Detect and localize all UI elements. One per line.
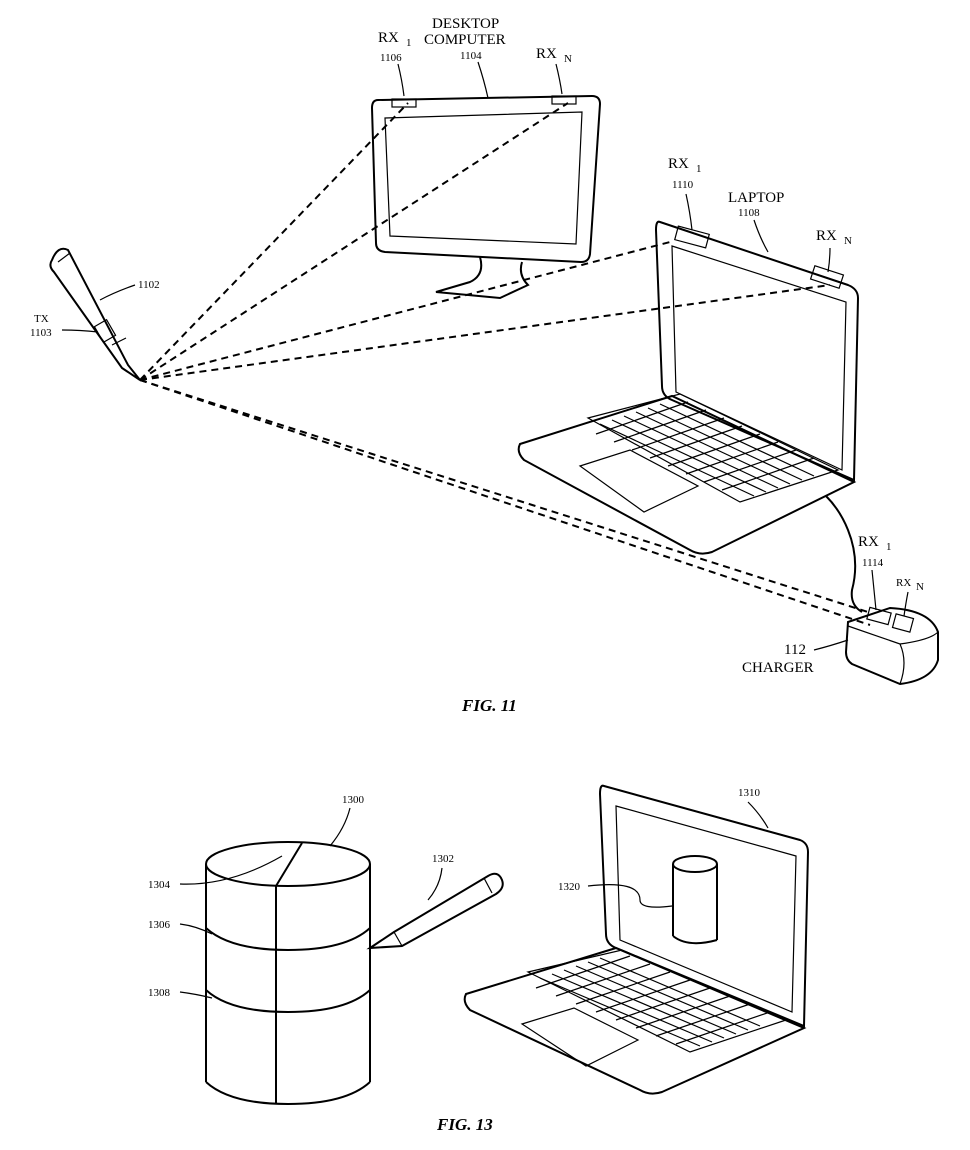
charger-drawing [846,607,938,684]
cylinder-ring-1308 [206,990,370,1012]
svg-text:N: N [564,53,572,65]
laptop-rx1-label: RX [668,156,689,172]
svg-text:1: 1 [406,37,412,49]
cylinder-ring-1306 [206,928,370,950]
segment-ref-1304: 1304 [148,879,171,891]
laptop-ref-1310: 1310 [738,787,761,799]
charger-rx1-label: RX [858,534,879,550]
svg-text:1: 1 [886,541,892,553]
stylus-ref: 1102 [138,279,160,291]
desktop-title-line2: COMPUTER [424,32,506,48]
charger-title: CHARGER [742,660,814,676]
stylus-ref-1302: 1302 [432,853,454,865]
tx-label: TX [34,313,49,325]
cylinder-object-drawing [206,842,370,1104]
desktop-rx1-label: RX [378,30,399,46]
desktop-monitor-drawing [372,96,600,298]
laptop-rxn-label: RX [816,228,837,244]
fig11-caption: FIG. 11 [461,696,517,715]
stylus-leader [100,285,135,300]
object-ref: 1300 [342,794,365,806]
charger-ref: 112 [784,642,806,658]
charger-rxn-label: RX [896,577,911,589]
laptop-drawing [519,222,862,612]
signal-lines [140,103,870,625]
display-object-ref: 1320 [558,881,581,893]
stylus-drawing [50,85,140,380]
signal-line-laptop-rxn [140,285,830,380]
laptop-1310-drawing [465,786,808,1094]
svg-text:N: N [916,581,924,593]
laptop-rx1-ref: 1110 [672,179,694,191]
desktop-ref: 1104 [460,50,482,62]
desktop-rxn-label: RX [536,46,557,62]
svg-text:N: N [844,235,852,247]
laptop-1310-keyboard [536,956,770,1046]
segment-ref-1308: 1308 [148,987,171,999]
displayed-cylinder-1320 [673,856,717,943]
charger-rxn-sensor [892,614,913,632]
laptop-ref: 1108 [738,207,760,219]
charger-rx1-ref: 1114 [862,557,884,569]
stylus-1302-drawing [370,874,503,948]
laptop-title: LAPTOP [728,190,784,206]
tx-leader [62,330,98,332]
charger-cable [826,496,862,612]
fig13-caption: FIG. 13 [436,1115,493,1134]
signal-line-desktop-rx1 [140,103,408,380]
signal-line-laptop-rx1 [140,242,670,380]
desktop-rx1-ref: 1106 [380,52,402,64]
segment-ref-1306: 1306 [148,919,171,931]
tx-ref: 1103 [30,327,52,339]
desktop-title-line1: DESKTOP [432,16,499,32]
cylinder-division-line-1304 [276,843,302,1104]
charger-rx1-sensor [867,607,891,624]
signal-line-desktop-rxn [140,103,568,380]
signal-line-charger-rxn [140,380,870,625]
svg-text:1: 1 [696,163,702,175]
